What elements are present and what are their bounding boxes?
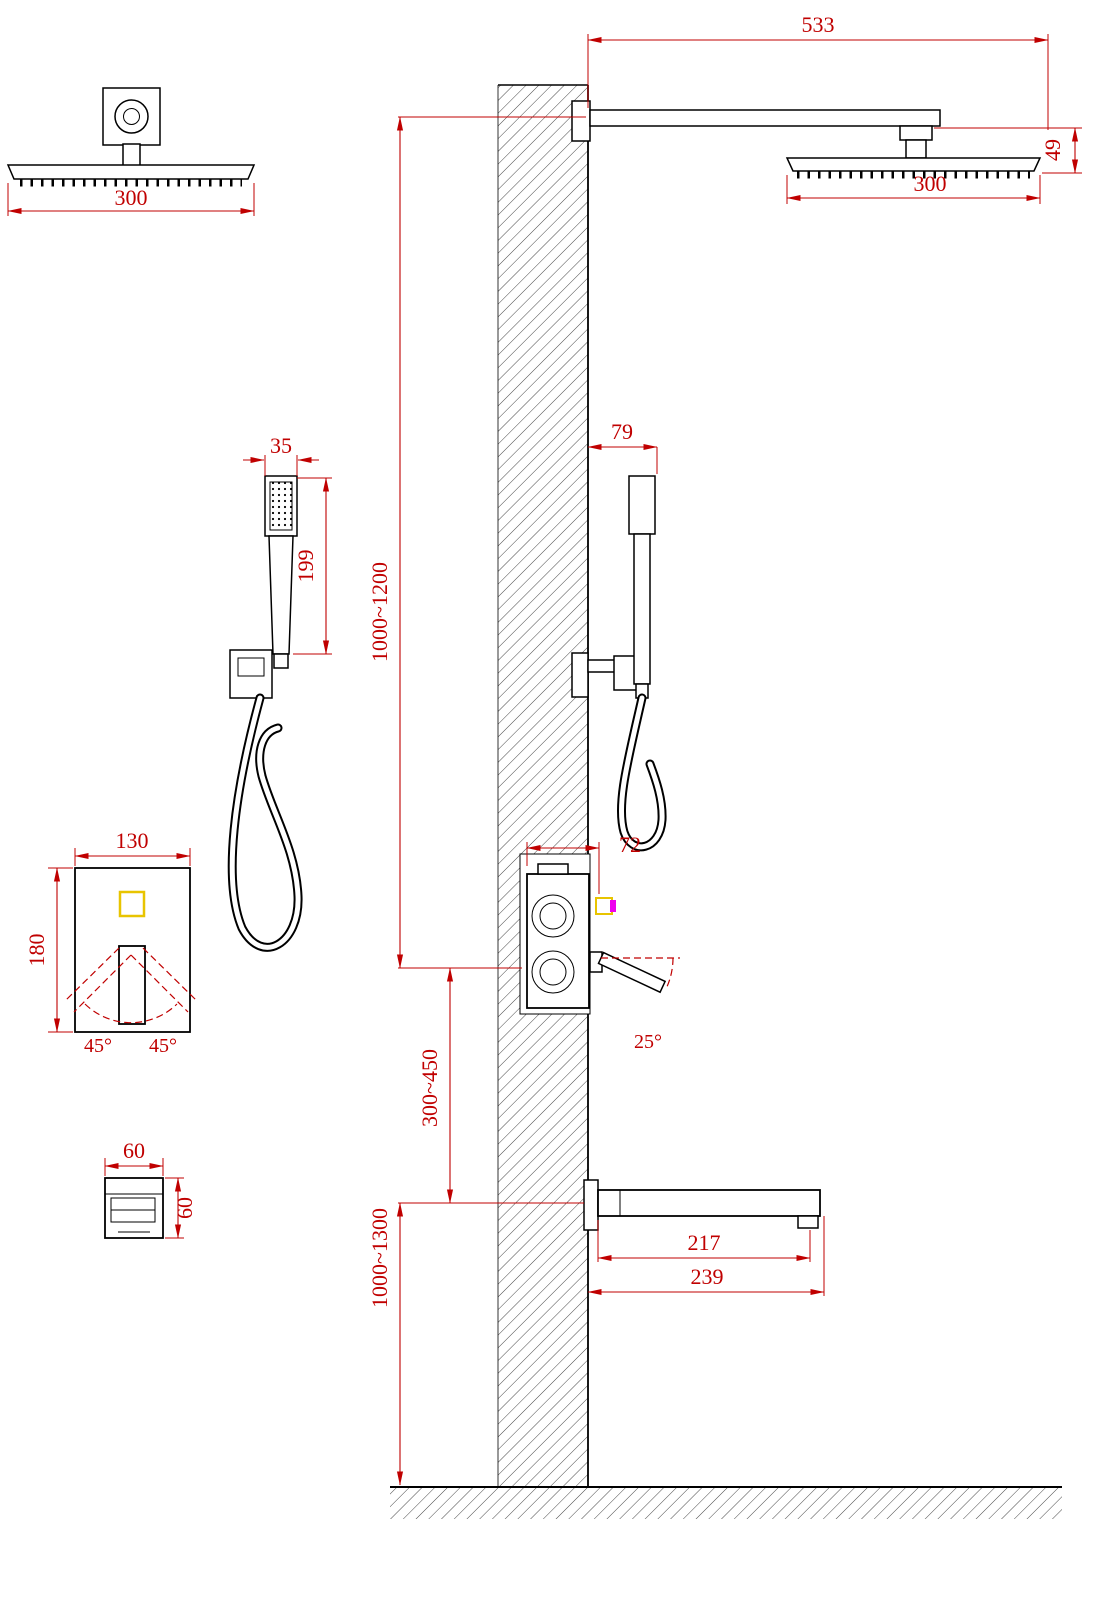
dim-spout-reach-total: 239 [691,1264,724,1289]
hand-shower-head-side [628,475,656,535]
head-connector-lower [905,139,927,159]
valve-port-upper [531,894,575,938]
mixer-valve-side-view: 25° [519,853,680,1053]
dim-spout-face: 60 60 [104,1138,197,1239]
floor-hatch [390,1487,1062,1519]
valve-top-tab [537,863,569,875]
dim-spout-reach: 217 239 [587,1216,825,1296]
dim-holder-reach: 79 [611,419,633,444]
spout-body [597,1189,821,1217]
dim-arm: 533 [587,12,1049,130]
hand-shower-front-view [227,475,303,952]
hand-shower-holder-front [229,649,273,699]
mixer-valve-front-view: 45° 45° [65,867,197,1057]
dim-head-height-range: 1000~1200 [367,562,392,662]
valve-body-side [526,873,590,1009]
head-connector-upper [899,125,933,141]
tub-spout-front-view [104,1177,164,1239]
dim-valve-depth: 72 [526,832,641,894]
shower-arm [589,109,941,127]
handle-swing-left [73,954,132,1013]
dim-handshower-length: 199 [293,550,318,583]
dim-valve-plate: 130 180 [24,828,191,1033]
dim-valve-depth: 72 [619,832,641,857]
rain-shower-head-front-view [6,87,256,187]
handle-swing-right [130,954,189,1013]
dim-head-drop: 49 [934,127,1082,174]
diverter-indicator [118,890,146,918]
dim-valve-plate-width: 130 [116,828,149,853]
valve-port-lower [531,950,575,994]
rain-shower-side-view [571,100,1042,179]
dim-swing-left: 45° [84,1035,112,1057]
dim-handle-tilt: 25° [634,1031,662,1053]
dim-head-size-front: 300 [115,185,148,210]
dim-holder-reach: 79 [587,419,658,474]
dim-spout-width: 60 [123,1138,145,1163]
dim-head-size-side: 300 [914,171,947,196]
dim-head-side: 300 [786,171,1041,204]
hand-shower-handle [268,535,294,655]
valve-handle-front [118,945,146,1025]
bracket-joint-outer [114,99,149,134]
dim-head-front: 300 [7,183,255,216]
floor-section [390,1486,1062,1519]
dim-swing-right: 45° [149,1035,177,1057]
head-plate-side [785,157,1042,172]
arm-escutcheon [571,100,591,142]
dim-arm-length: 533 [802,12,835,37]
dim-handshower-width: 35 [270,433,292,458]
dim-valve-to-spout-range: 300~450 [417,1049,442,1127]
handle-swing-arc [84,1003,178,1024]
hand-shower-side-view [571,475,667,852]
diverter-indicator-side [595,897,613,915]
hand-shower-connector [273,653,289,669]
hand-shower-handle-side [633,533,651,685]
head-plate-front [6,164,256,180]
dim-spout-height-range: 1000~1300 [367,1208,392,1308]
wall-hatch [498,85,588,1487]
dim-spout-reach-inner: 217 [688,1230,721,1255]
tub-spout-side-view [583,1179,821,1231]
wall-section [497,84,589,1487]
dim-vertical-chain: 1000~1200 300~450 1000~1300 [367,116,586,1486]
bracket-joint-inner [123,108,140,125]
spout-outlet [797,1215,819,1229]
handle-tilt-arc [665,957,674,989]
spout-escutcheon [583,1179,599,1231]
spout-face [104,1177,164,1239]
bracket-stem [122,143,141,167]
dim-valve-plate-height: 180 [24,934,49,967]
valve-handle-side [597,951,667,994]
dim-head-drop: 49 [1040,139,1065,161]
hand-shower-spray-face [270,482,292,530]
dim-spout-height: 60 [172,1197,197,1219]
diverter-marker [610,900,616,912]
holder-escutcheon [571,652,589,698]
dim-hand-shower: 35 199 [243,433,332,655]
